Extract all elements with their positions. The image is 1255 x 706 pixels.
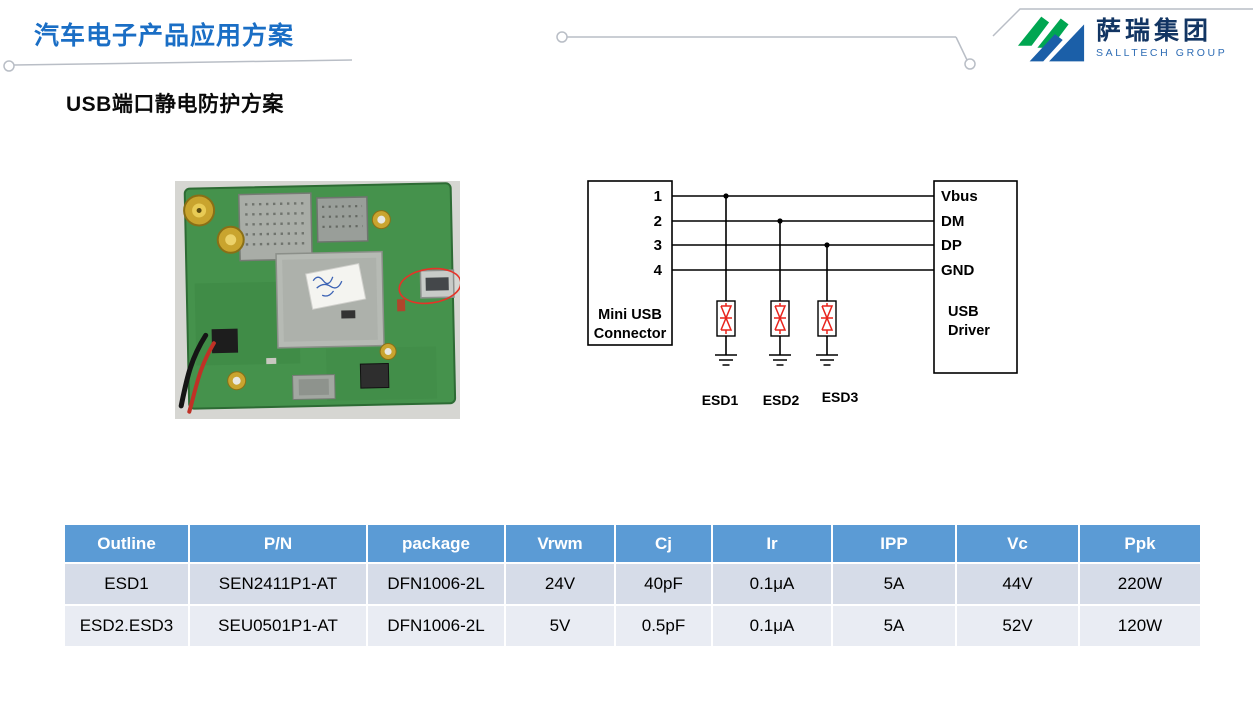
mini-usb-label-line1: Mini USB: [598, 307, 662, 323]
table-header-cell: IPP: [831, 523, 957, 564]
table-cell: 5V: [504, 604, 616, 648]
table-header-cell: package: [366, 523, 506, 564]
table-cell: 120W: [1078, 604, 1202, 648]
logo-text-cn: 萨瑞集团: [1096, 16, 1213, 45]
usb-driver-box: [933, 180, 1018, 374]
table-cell: 0.5pF: [614, 604, 713, 648]
pin-label-3: 3: [654, 237, 662, 254]
table-header-cell: Outline: [63, 523, 190, 564]
circuit-diagram: 1 2 3 4 Vbus DM DP GND Mini USB Connecto…: [587, 180, 1018, 408]
table-header-cell: P/N: [188, 523, 368, 564]
table-cell: SEU0501P1-AT: [188, 604, 368, 648]
mini-usb-connector-box: [587, 180, 673, 346]
mini-usb-label-line2: Connector: [594, 326, 667, 342]
table-cell: SEN2411P1-AT: [188, 562, 368, 606]
table-header-cell: Vc: [955, 523, 1080, 564]
table-row: ESD1 SEN2411P1-AT DFN1006-2L 24V 40pF 0.…: [63, 562, 1202, 606]
table-cell: ESD2.ESD3: [63, 604, 190, 648]
table-header-row: Outline P/N package Vrwm Cj Ir IPP Vc Pp…: [63, 523, 1202, 564]
table-header-cell: Cj: [614, 523, 713, 564]
signal-label-gnd: GND: [941, 262, 975, 279]
table-header-cell: Vrwm: [504, 523, 616, 564]
table-cell: 52V: [955, 604, 1080, 648]
table-cell: 5A: [831, 562, 957, 606]
table-cell: 44V: [955, 562, 1080, 606]
table-cell: DFN1006-2L: [366, 562, 506, 606]
logo-mark-icon: [1017, 16, 1085, 62]
signal-label-dm: DM: [941, 213, 964, 230]
pin-label-2: 2: [654, 213, 662, 230]
esd3-label: ESD3: [822, 389, 859, 405]
table-cell: 0.1μA: [711, 604, 833, 648]
pcb-photo: [175, 181, 460, 419]
table-header-cell: Ir: [711, 523, 833, 564]
pin-label-1: 1: [654, 188, 662, 205]
usb-driver-label-line1: USB: [948, 304, 979, 320]
table-cell: 5A: [831, 604, 957, 648]
table-header-cell: Ppk: [1078, 523, 1202, 564]
page-title: 汽车电子产品应用方案: [34, 22, 295, 50]
usb-driver-label-line2: Driver: [948, 323, 990, 339]
tvs-diode-symbols: [720, 303, 834, 334]
table-cell: 24V: [504, 562, 616, 606]
signal-label-dp: DP: [941, 237, 962, 254]
table-cell: 220W: [1078, 562, 1202, 606]
table-row: ESD2.ESD3 SEU0501P1-AT DFN1006-2L 5V 0.5…: [63, 604, 1202, 648]
table-cell: DFN1006-2L: [366, 604, 506, 648]
logo-text-block: 萨瑞集团 SALLTECH GROUP: [1096, 17, 1227, 60]
section-heading: USB端口静电防护方案: [66, 93, 284, 116]
table-cell: ESD1: [63, 562, 190, 606]
esd2-label: ESD2: [763, 392, 800, 408]
table-cell: 40pF: [614, 562, 713, 606]
signal-label-vbus: Vbus: [941, 188, 978, 205]
pin-label-4: 4: [654, 262, 663, 279]
company-logo: 萨瑞集团 SALLTECH GROUP: [1016, 12, 1227, 64]
usb-annotation-ellipse: [398, 267, 460, 305]
esd-spec-table: Outline P/N package Vrwm Cj Ir IPP Vc Pp…: [63, 523, 1202, 648]
esd1-label: ESD1: [702, 392, 739, 408]
logo-text-en: SALLTECH GROUP: [1096, 47, 1228, 60]
table-cell: 0.1μA: [711, 562, 833, 606]
